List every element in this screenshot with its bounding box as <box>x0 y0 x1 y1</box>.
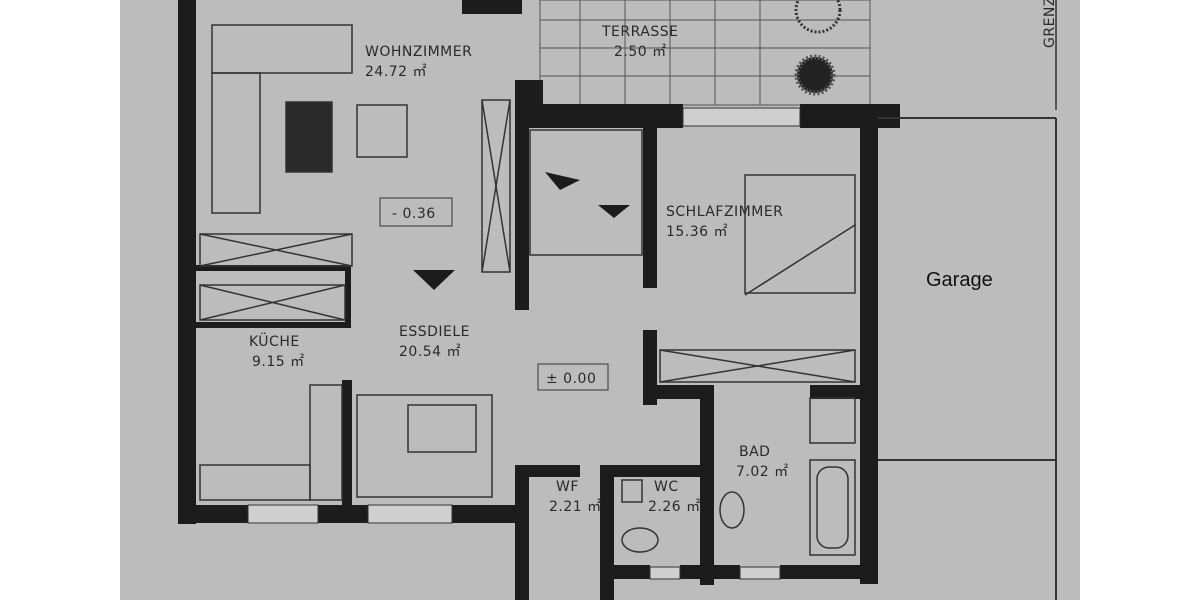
room-name-schlafzimmer: SCHLAFZIMMER <box>666 204 783 220</box>
boundary-label: GRENZ <box>1042 0 1058 48</box>
garage-outline <box>878 117 1057 600</box>
room-name-terrasse: TERRASSE <box>601 24 678 40</box>
furniture <box>199 24 856 556</box>
plant-icon <box>794 0 842 96</box>
windows <box>247 107 801 580</box>
room-area-wc: 2.26 ㎡ <box>648 499 701 515</box>
stair-arrows <box>413 172 630 290</box>
walls <box>178 0 900 600</box>
room-area-essdiele: 20.54 ㎡ <box>399 344 461 360</box>
level-marker-essdiele <box>537 363 609 391</box>
room-name-wf: WF <box>556 479 579 495</box>
room-area-kueche: 9.15 ㎡ <box>252 354 305 370</box>
room-area-bad: 7.02 ㎡ <box>736 464 789 480</box>
room-area-schlafzimmer: 15.36 ㎡ <box>666 224 728 240</box>
room-name-wc: WC <box>654 479 679 495</box>
room-area-terrasse: 2.50 ㎡ <box>614 44 667 60</box>
level-wohnzimmer: - 0.36 <box>392 206 436 222</box>
room-name-wohnzimmer: WOHNZIMMER <box>365 44 472 60</box>
room-name-bad: BAD <box>739 444 770 460</box>
room-area-wf: 2.21 ㎡ <box>549 499 602 515</box>
room-name-garage: Garage <box>926 269 993 291</box>
room-area-wohnzimmer: 24.72 ㎡ <box>365 64 427 80</box>
room-name-essdiele: ESSDIELE <box>399 324 470 340</box>
room-name-kueche: KÜCHE <box>249 332 300 350</box>
level-essdiele: ± 0.00 <box>546 371 596 387</box>
level-marker-wohnzimmer <box>379 197 453 227</box>
